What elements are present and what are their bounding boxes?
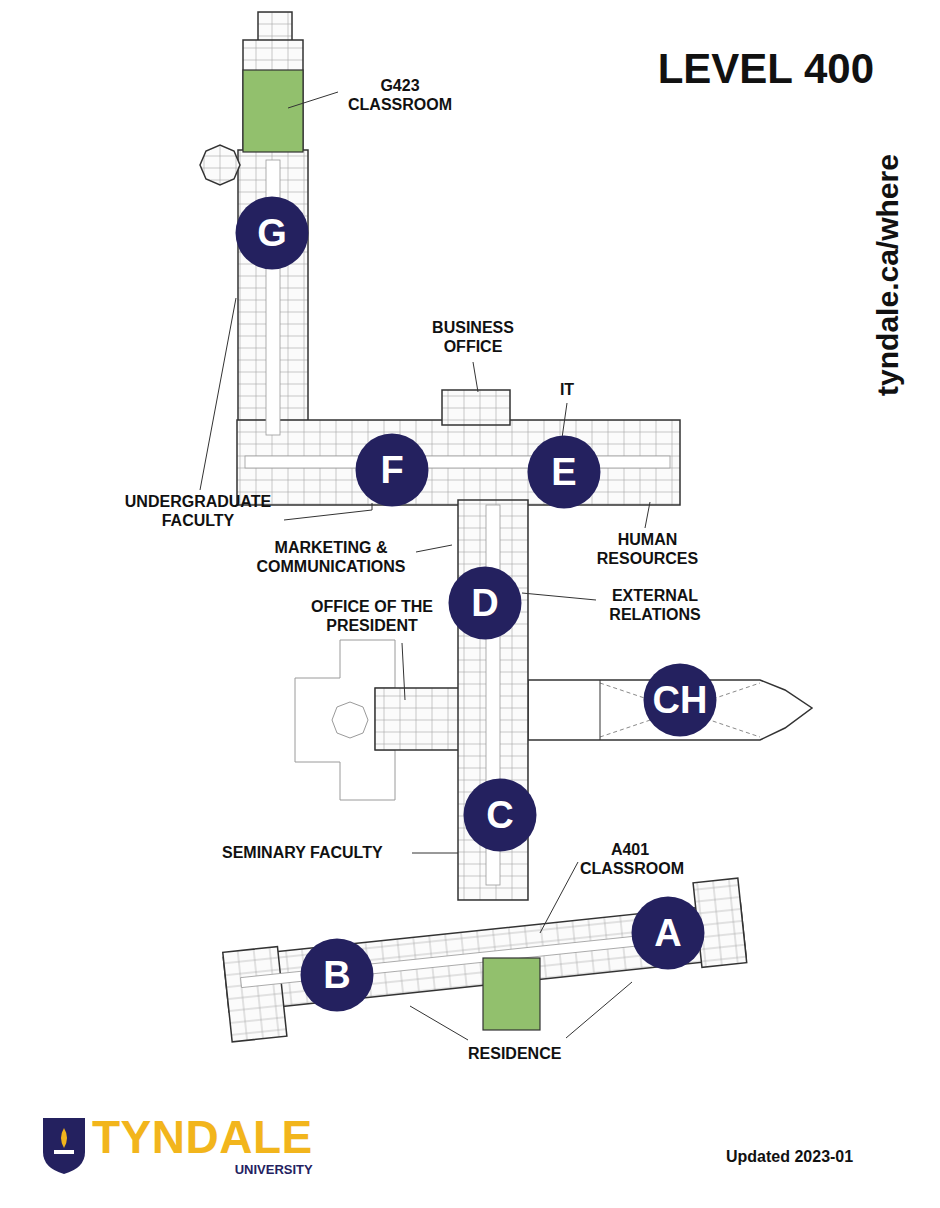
area-marker: F — [355, 433, 429, 507]
tower — [258, 12, 292, 42]
leader-line — [284, 510, 372, 520]
leader-line — [288, 92, 338, 108]
marker-circle — [528, 436, 601, 509]
logo-flame — [61, 1128, 67, 1148]
wing — [442, 390, 510, 425]
wing — [237, 420, 680, 505]
leader-line — [522, 593, 596, 600]
area-letter: C — [486, 796, 513, 834]
leader-line — [412, 853, 458, 854]
brand-subtitle: UNIVERSITY — [235, 1163, 313, 1176]
area-letter: F — [380, 451, 403, 489]
area-letter: B — [323, 956, 350, 994]
marker-circle — [449, 567, 522, 640]
leader-line — [562, 403, 567, 438]
brand-name: TYNDALE — [92, 1114, 313, 1160]
classroom-highlight — [483, 958, 540, 1030]
logo-book — [54, 1150, 74, 1154]
area-letter: G — [257, 214, 287, 252]
octagon-outline — [332, 702, 368, 738]
map-title: LEVEL 400 — [658, 44, 874, 94]
wing — [238, 150, 308, 440]
corridor — [245, 456, 670, 468]
area-letter: E — [551, 453, 576, 491]
room-label: G423 CLASSROOM — [340, 76, 460, 114]
leader-line — [372, 503, 373, 510]
date-note: Updated 2023-01 — [726, 1147, 853, 1166]
leader-line — [410, 1006, 468, 1040]
area-marker: D — [448, 566, 522, 640]
wing — [375, 688, 460, 750]
marker-circle — [356, 434, 429, 507]
room-label: BUSINESS OFFICE — [418, 318, 528, 356]
classroom-highlight — [243, 70, 303, 152]
marker-circle — [464, 779, 537, 852]
leader-line — [540, 862, 578, 933]
area-label: OFFICE OF THE PRESIDENT — [298, 597, 446, 635]
area-marker: CH — [643, 663, 717, 737]
leader-line — [566, 982, 632, 1038]
marker-circle — [632, 897, 705, 970]
leader-line — [402, 643, 405, 700]
area-label: HUMAN RESOURCES — [590, 530, 705, 568]
marker-circle — [644, 664, 717, 737]
wing — [243, 40, 303, 155]
room-label: A401 CLASSROOM — [580, 840, 680, 878]
area-label: RESIDENCE — [468, 1044, 561, 1063]
wing — [223, 947, 287, 1042]
area-letter: CH — [653, 681, 708, 719]
area-letter: D — [471, 584, 498, 622]
web-address: tyndale.ca/where — [873, 154, 903, 396]
area-label: MARKETING & COMMUNICATIONS — [248, 538, 414, 576]
area-marker: C — [463, 778, 537, 852]
area-label: EXTERNAL RELATIONS — [598, 586, 712, 624]
octagon-room — [200, 145, 240, 185]
leader-line — [200, 298, 236, 490]
leader-line — [416, 545, 452, 552]
chapel-wall — [600, 680, 601, 740]
area-label: SEMINARY FACULTY — [222, 843, 383, 862]
area-marker: G — [235, 196, 309, 270]
area-marker: B — [300, 938, 374, 1012]
area-marker: E — [527, 435, 601, 509]
marker-circle — [236, 197, 309, 270]
logo-shield — [43, 1118, 85, 1174]
area-label: UNDERGRADUATE FACULTY — [112, 492, 284, 530]
leader-line — [645, 502, 650, 528]
room-label: IT — [547, 380, 587, 399]
area-letter: A — [654, 914, 681, 952]
area-marker: A — [631, 896, 705, 970]
marker-circle — [301, 939, 374, 1012]
leader-line — [473, 362, 478, 392]
